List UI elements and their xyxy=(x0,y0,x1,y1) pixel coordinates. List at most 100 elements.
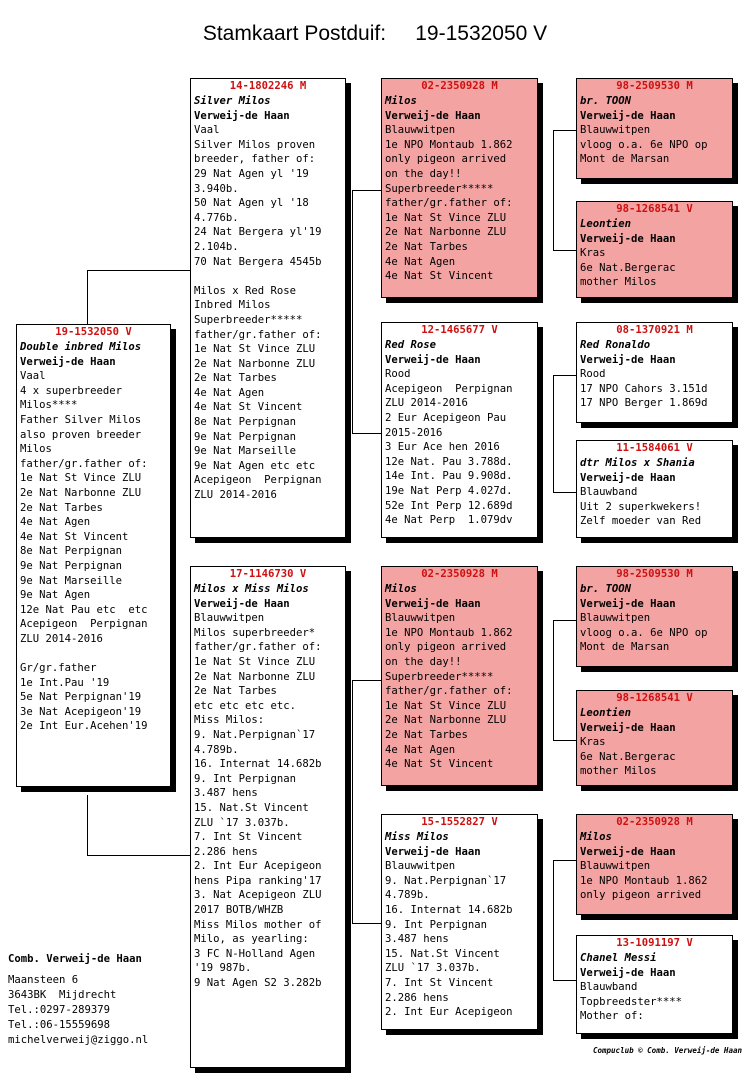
pedigree-line: Kras xyxy=(580,736,606,749)
pedigree-line: 4.789b. xyxy=(385,889,430,902)
pedigree-line: ZLU 2014-2016 xyxy=(385,397,468,410)
pedigree-line: 2e Nat Narbonne ZLU xyxy=(20,486,142,499)
pedigree-line: also proven breeder xyxy=(20,428,142,441)
pedigree-line: ZLU `17 3.037b. xyxy=(194,816,290,829)
pedigree-line: 1e NPO Montaub 1.862 xyxy=(580,874,708,887)
breeder-name: Verweij-de Haan xyxy=(194,597,290,610)
pedigree-line: Superbreeder***** xyxy=(194,313,303,326)
owner-mobile: Tel.:06-15559698 xyxy=(8,1019,111,1031)
ring-number: 02-2350928 M xyxy=(616,816,693,828)
pedigree-line: 4e Nat Perp 1.079dv xyxy=(385,514,513,527)
breeder-name: Verweij-de Haan xyxy=(580,353,676,366)
pedigree-line: Vaal xyxy=(194,124,220,137)
pedigree-line: 2e Nat Narbonne ZLU xyxy=(385,226,507,239)
pedigree-line: 17 NPO Cahors 3.151d xyxy=(580,382,708,395)
pigeon-name: br. TOON xyxy=(580,95,632,107)
breeder-name: Verweij-de Haan xyxy=(20,355,116,368)
breeder-name: Verweij-de Haan xyxy=(580,471,676,484)
pedigree-line: 3.940b. xyxy=(194,182,239,195)
breeder-name: Verweij-de Haan xyxy=(580,845,676,858)
pedigree-line: 9e Nat Perpignan xyxy=(20,559,123,572)
pedigree-line: 1e NPO Montaub 1.862 xyxy=(385,626,513,639)
pedigree-line: 9 Nat Agen S2 3.282b xyxy=(194,977,322,990)
owner-info: Comb. Verweij-de Haan Maansteen 6 3643BK… xyxy=(8,952,148,1048)
pedigree-line: 9e Nat Agen xyxy=(20,589,91,602)
connector-line xyxy=(553,860,577,861)
pedigree-line: 9e Nat Perpignan xyxy=(194,430,297,443)
pedigree-line: Milos**** xyxy=(20,399,78,412)
connector-line xyxy=(352,190,353,433)
pedigree-line: mother Milos xyxy=(580,276,657,289)
pedigree-line: 6e Nat.Bergerac xyxy=(580,261,676,274)
pedigree-line: 2e Nat Narbonne ZLU xyxy=(194,670,316,683)
pedigree-line: 1e Nat St Vince ZLU xyxy=(194,343,316,356)
pigeon-name: Milos x Miss Milos xyxy=(194,583,309,595)
pedigree-line: 6e Nat.Bergerac xyxy=(580,750,676,763)
owner-city: 3643BK Mijdrecht xyxy=(8,989,117,1001)
pedigree-line: Acepigeon Perpignan xyxy=(385,382,513,395)
pigeon-name: dtr Milos x Shania xyxy=(580,457,695,469)
connector-line xyxy=(553,375,577,376)
pedigree-line: 2e Nat Tarbes xyxy=(20,501,103,514)
connector-line xyxy=(352,923,382,924)
pedigree-line: Silver Milos proven xyxy=(194,138,316,151)
connector-line xyxy=(553,980,577,981)
pedigree-line: hens Pipa ranking'17 xyxy=(194,874,322,887)
pedigree-line: father/gr.father of: xyxy=(385,197,513,210)
breeder-name: Verweij-de Haan xyxy=(580,232,676,245)
pedigree-line: Superbreeder***** xyxy=(385,670,494,683)
pedigree-line: 1e Nat St Vince ZLU xyxy=(385,699,507,712)
pedigree-line: 29 Nat Agen yl '19 xyxy=(194,167,309,180)
pedigree-line: vloog o.a. 6e NPO op xyxy=(580,138,708,151)
breeder-name: Verweij-de Haan xyxy=(194,109,290,122)
ring-number: 98-1268541 V xyxy=(616,203,693,215)
breeder-name: Verweij-de Haan xyxy=(385,597,481,610)
pedigree-line: Milos xyxy=(20,443,52,456)
connector-line xyxy=(553,130,577,131)
pigeon-name: Milos xyxy=(385,583,417,595)
pedigree-line: 4e Nat Agen xyxy=(194,386,265,399)
connector-line xyxy=(553,620,554,740)
pedigree-line: 7. Int St Vincent xyxy=(194,831,303,844)
connector-line xyxy=(553,375,554,492)
pedigree-line: father/gr.father of: xyxy=(194,328,322,341)
pigeon-name: Silver Milos xyxy=(194,95,271,107)
pedigree-line: Blauwwitpen xyxy=(194,612,265,625)
pedigree-line: Kras xyxy=(580,247,606,260)
pigeon-name: Chanel Messi xyxy=(580,952,657,964)
pedigree-line: 2015-2016 xyxy=(385,426,443,439)
pedigree-line: 4e Nat Agen xyxy=(20,516,91,529)
pedigree-line: 4e Nat St Vincent xyxy=(20,530,129,543)
pedigree-line xyxy=(17,646,170,661)
pedigree-line: 8e Nat Perpignan xyxy=(20,545,123,558)
pigeon-name: Miss Milos xyxy=(385,831,449,843)
pedigree-line: father/gr.father of: xyxy=(385,685,513,698)
breeder-name: Verweij-de Haan xyxy=(580,109,676,122)
pedigree-line: Miss Milos mother of xyxy=(194,918,322,931)
pedigree-line: ZLU 2014-2016 xyxy=(194,489,277,502)
pedigree-line: 2e Int Eur.Acehen'19 xyxy=(20,720,148,733)
pedigree-line: Vaal xyxy=(20,370,46,383)
pedigree-line: Superbreeder***** xyxy=(385,182,494,195)
owner-address: Maansteen 6 xyxy=(8,974,79,986)
ring-number: 08-1370921 M xyxy=(616,324,693,336)
pedigree-line: Zelf moeder van Red xyxy=(580,515,702,528)
pedigree-line: Rood xyxy=(385,368,411,381)
pedigree-line: 2e Nat Narbonne ZLU xyxy=(385,714,507,727)
pedigree-line: 12e Nat Pau etc etc xyxy=(20,603,148,616)
pedigree-line: ZLU `17 3.037b. xyxy=(385,962,481,975)
pedigree-line: 4e Nat Agen xyxy=(385,743,456,756)
pedigree-line: 3e Nat Acepigeon'19 xyxy=(20,705,142,718)
pedigree-line: 1e Nat St Vince ZLU xyxy=(385,211,507,224)
pedigree-line: on the day!! xyxy=(385,167,462,180)
owner-email[interactable]: michelverweij@ziggo.nl xyxy=(8,1034,149,1046)
pedigree-line: 2017 BOTB/WHZB xyxy=(194,904,284,917)
pedigree-line: Mother of: xyxy=(580,1010,644,1023)
